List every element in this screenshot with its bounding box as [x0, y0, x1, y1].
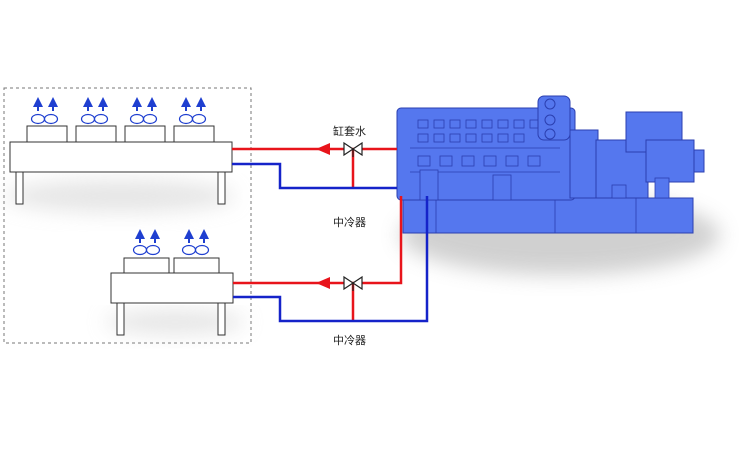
fan-icon	[30, 97, 59, 125]
upper-circuit-pipes	[232, 147, 397, 190]
fan-icon	[132, 229, 161, 256]
cylinder-water-label: 缸套水	[333, 125, 366, 138]
flow-direction-arrow-icon	[316, 277, 330, 289]
cold-pipe	[232, 162, 397, 190]
three-way-valve-icon	[343, 141, 363, 157]
lower-radiator	[105, 257, 245, 336]
hot-pipe	[233, 196, 403, 285]
upper-radiator-fans	[30, 97, 207, 125]
upper-radiator	[5, 125, 235, 212]
lower-radiator-fans	[132, 229, 210, 256]
radiator-enclosure	[3, 87, 252, 344]
three-way-valve-icon	[343, 275, 363, 291]
flow-direction-arrow-icon	[316, 143, 330, 155]
intercooler-label-lower: 中冷器	[333, 334, 366, 347]
generator-set	[396, 95, 720, 275]
fan-icon	[181, 229, 210, 256]
intercooler-label-upper: 中冷器	[333, 216, 366, 229]
cold-pipe	[233, 196, 429, 323]
fan-icon	[129, 97, 158, 125]
fan-icon	[178, 97, 207, 125]
fan-icon	[80, 97, 109, 125]
lower-circuit-pipes	[233, 196, 429, 323]
